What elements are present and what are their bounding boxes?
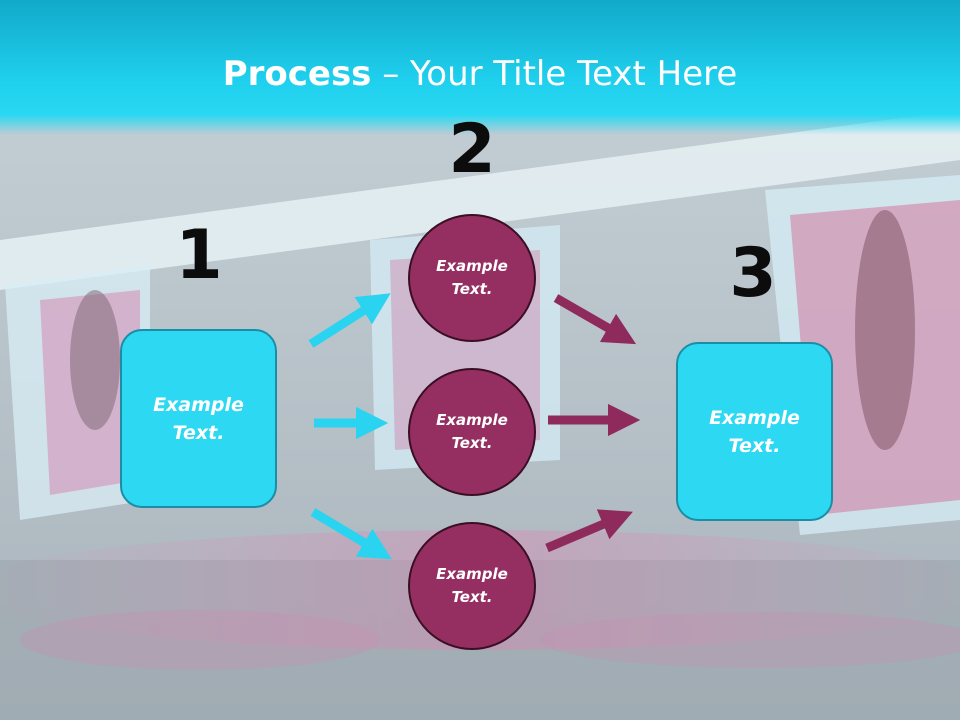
title-bold: Process	[222, 54, 372, 94]
step-number-1: 1	[175, 216, 223, 295]
circle-top-text: Example Text.	[436, 257, 508, 298]
circle-top: Example Text.	[408, 214, 536, 342]
step-number-3: 3	[729, 234, 777, 313]
header-band	[0, 0, 960, 135]
step-number-2: 2	[448, 110, 496, 189]
circle-bottom: Example Text.	[408, 522, 536, 650]
arrow-left-to-top	[308, 293, 391, 348]
arrow-bottom-to-right	[545, 509, 633, 553]
circle-bottom-text: Example Text.	[436, 565, 508, 606]
left-box: Example Text.	[120, 329, 277, 508]
right-box-text: Example Text.	[709, 406, 800, 457]
left-box-text: Example Text.	[153, 393, 244, 444]
circle-middle: Example Text.	[408, 368, 536, 496]
circle-middle-text: Example Text.	[436, 411, 508, 452]
arrow-left-to-bottom	[310, 508, 392, 560]
title-rest: – Your Title Text Here	[371, 54, 738, 94]
right-box: Example Text.	[676, 342, 833, 521]
arrow-top-to-right	[553, 294, 637, 345]
slide-title: Process – Your Title Text Here	[0, 52, 960, 96]
